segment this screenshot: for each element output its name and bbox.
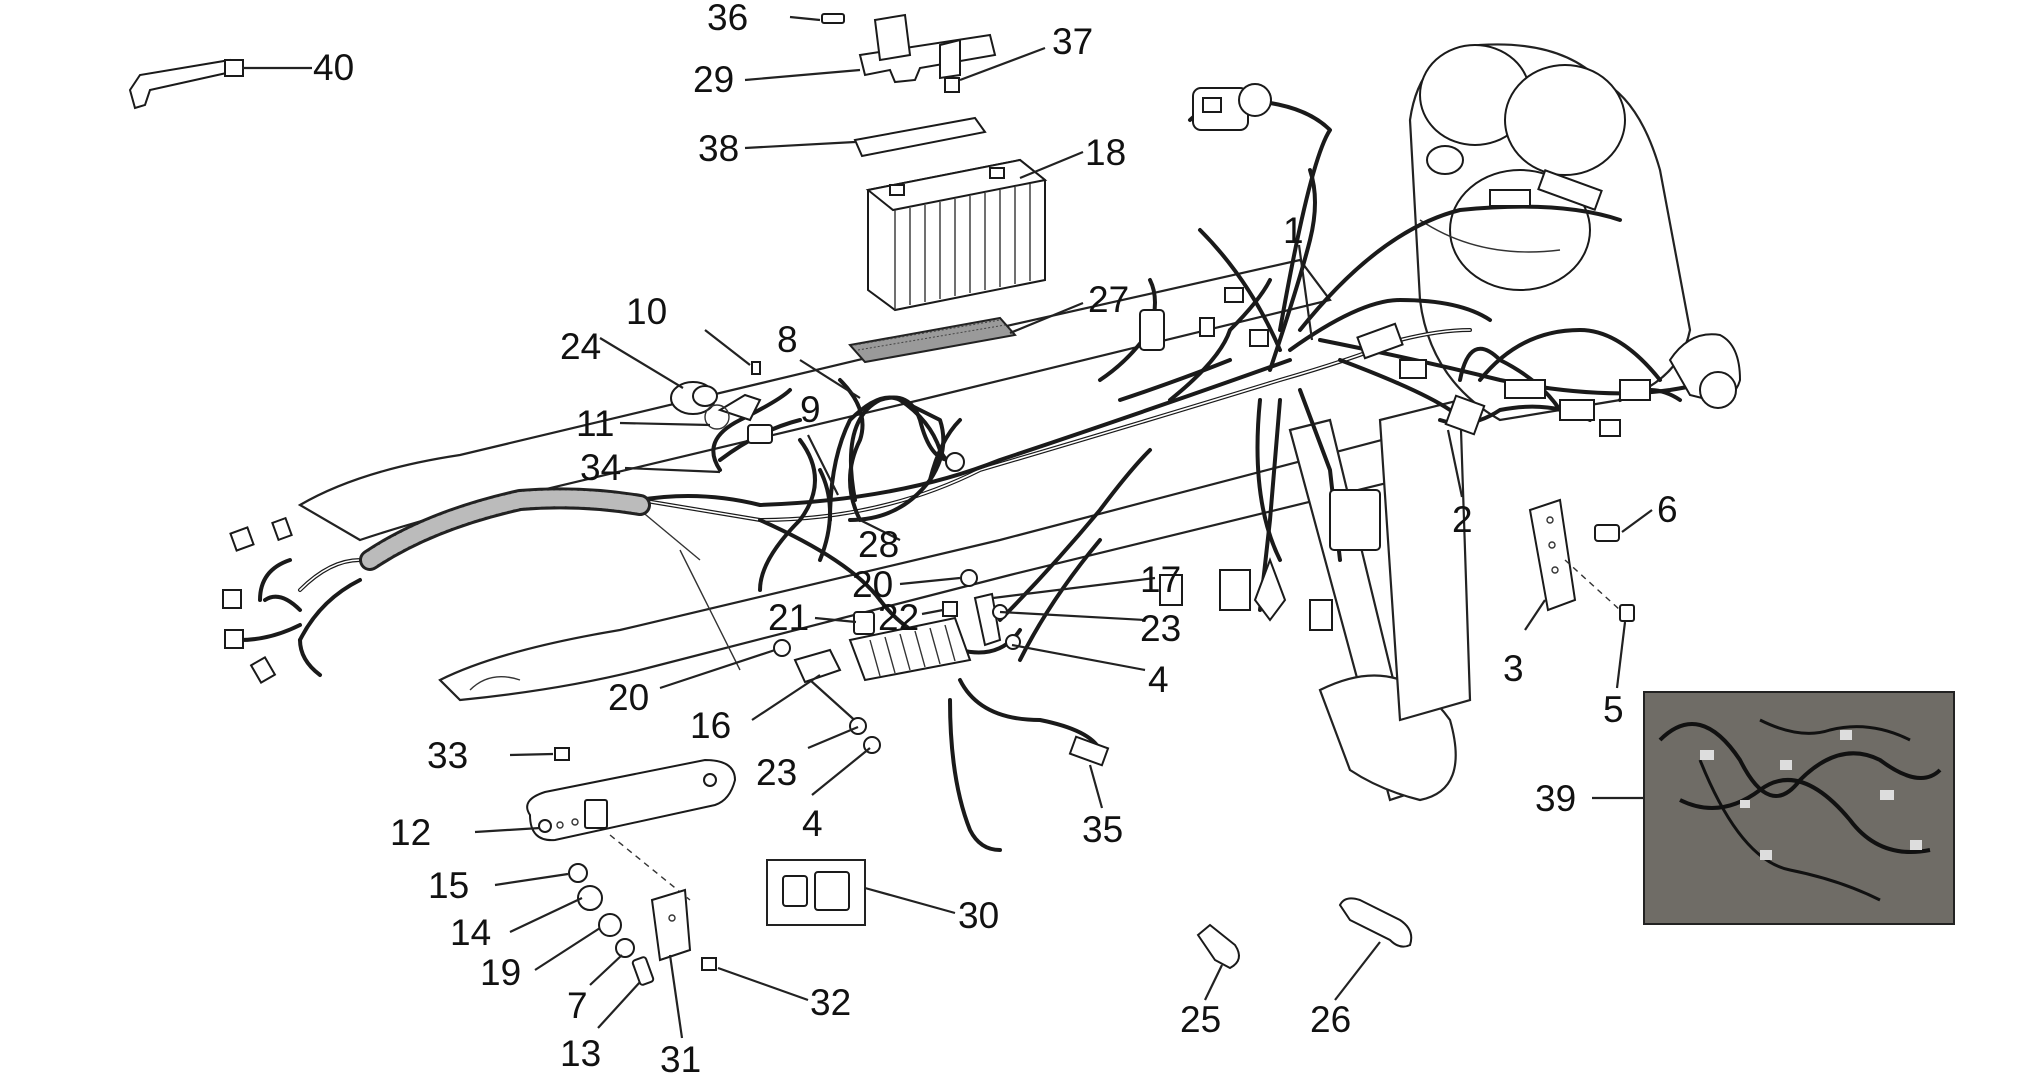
wiring-harness [238,98,1722,852]
fastener-stack [568,834,691,986]
callout-16: 16 [690,705,731,746]
mounting-plate [526,747,737,842]
relay-box [766,859,866,926]
cable-clip-26 [1338,897,1413,948]
harness-connectors [222,169,1651,685]
callout-12: 12 [390,812,431,853]
callout-14: 14 [450,912,491,953]
handlebar-switch-left [1192,83,1272,131]
callout-23a: 23 [1140,608,1181,649]
callout-4b: 4 [802,803,823,844]
callout-40: 40 [313,47,354,88]
frame-outline [297,258,1472,802]
callout-7: 7 [567,985,588,1026]
harness-photo [1643,691,1955,925]
fuse-block-slots [869,624,956,677]
callout-37: 37 [1052,21,1093,62]
callout-22: 22 [878,597,919,638]
callout-15: 15 [428,865,469,906]
callout-31: 31 [660,1039,701,1076]
battery-pad [848,316,1017,364]
callout-32: 32 [810,982,851,1023]
instrument-cluster [1408,43,1692,422]
callout-30: 30 [958,895,999,936]
callout-29: 29 [693,59,734,100]
callout-28: 28 [858,524,899,565]
callout-19: 19 [480,952,521,993]
callout-18: 18 [1085,132,1126,173]
callout-23b: 23 [756,752,797,793]
callout-4a: 4 [1148,659,1169,700]
callout-36: 36 [707,0,748,38]
clamp-bracket [128,58,244,110]
callout-17: 17 [1140,559,1181,600]
battery-strap [821,13,997,93]
callout-9: 9 [800,389,821,430]
callout-38: 38 [698,128,739,169]
handlebar-switch-right [1668,333,1742,409]
callout-27: 27 [1088,279,1129,320]
leader-lines [242,15,1653,1039]
callout-21: 21 [768,597,809,638]
callout-26: 26 [1310,999,1351,1040]
callout-24: 24 [560,326,601,367]
rubber-strip [853,116,987,158]
callout-20a: 20 [852,564,893,605]
callout-2: 2 [1452,499,1473,540]
callout-33: 33 [427,735,468,776]
callout-8: 8 [777,319,798,360]
key-switch [670,361,773,444]
callout-5: 5 [1603,689,1624,730]
battery [865,158,1048,312]
connector-35 [1068,735,1110,767]
callout-3: 3 [1503,648,1524,689]
battery-ribs [909,184,1031,305]
cable-clip-25 [1196,923,1240,970]
bracket-31 [650,888,717,971]
callout-11: 11 [576,403,614,444]
callout-25: 25 [1180,999,1221,1040]
plate-3 [1528,498,1635,622]
callout-10: 10 [626,291,667,332]
callout-6: 6 [1657,489,1678,530]
callout-20b: 20 [608,677,649,718]
callout-35: 35 [1082,809,1123,850]
callout-34: 34 [580,447,621,488]
fuse-block [773,569,1021,754]
callout-labels: 1 2 3 4 4 5 6 7 8 9 10 11 12 13 14 15 16… [313,0,1678,1076]
callout-1: 1 [1283,210,1304,251]
callout-13: 13 [560,1033,601,1074]
ground-cable [848,395,965,502]
callout-39: 39 [1535,778,1576,819]
